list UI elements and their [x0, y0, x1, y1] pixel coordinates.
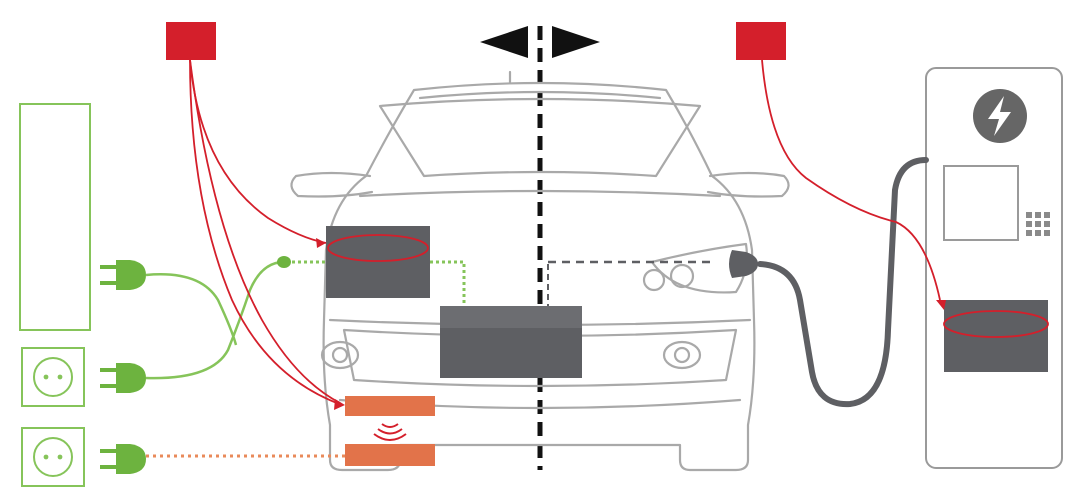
charging-station: [925, 67, 1063, 469]
vehicle-pad: [345, 396, 435, 416]
plug-icon: [100, 363, 146, 393]
lightning-bolt-icon: [973, 89, 1027, 143]
plug-icon: [100, 260, 146, 290]
station-charger-box: [944, 300, 1048, 372]
green-dotted-link: [430, 260, 466, 306]
red-label-left: [166, 22, 216, 60]
car-foglight-left: [320, 340, 360, 370]
dc-connector-icon: [729, 250, 758, 278]
highlight-station: [943, 310, 1049, 338]
red-label-right: [736, 22, 786, 60]
triangle-right-icon: [552, 26, 600, 58]
red-callouts: [189, 59, 1049, 406]
car-roof-line: [418, 90, 662, 100]
wall-socket-icon: [21, 427, 85, 487]
triangle-left-icon: [480, 26, 528, 58]
highlight-onboard: [327, 234, 429, 262]
ground-pad: [345, 444, 435, 466]
car-headlight-right-lens-1: [642, 268, 666, 292]
car-hood-line: [358, 189, 722, 198]
red-arrowhead: [316, 238, 326, 248]
onboard-charger-box: [326, 226, 430, 298]
plug-icon: [100, 444, 146, 474]
station-cable: [757, 157, 929, 408]
red-arrowhead: [936, 300, 946, 310]
wall-box-outline: [19, 103, 91, 331]
wall-socket-icon: [21, 347, 85, 407]
battery-box-top: [440, 306, 582, 328]
green-inlet-icon: [277, 256, 291, 268]
car-windshield: [378, 97, 702, 178]
car-foglight-right-lens: [673, 346, 691, 364]
car-foglight-right: [662, 340, 702, 370]
station-screen: [943, 165, 1019, 241]
car-headlight-right-lens-2: [669, 263, 695, 289]
station-outline: [925, 67, 1063, 469]
car-foglight-left-lens: [331, 346, 349, 364]
wireless-waves-icon: [373, 423, 407, 441]
car-mirror-right: [706, 171, 790, 198]
car-mirror-left: [290, 171, 374, 198]
red-arrowhead: [334, 399, 345, 410]
green-cable: [145, 260, 285, 380]
keypad-icon: [1026, 212, 1050, 236]
